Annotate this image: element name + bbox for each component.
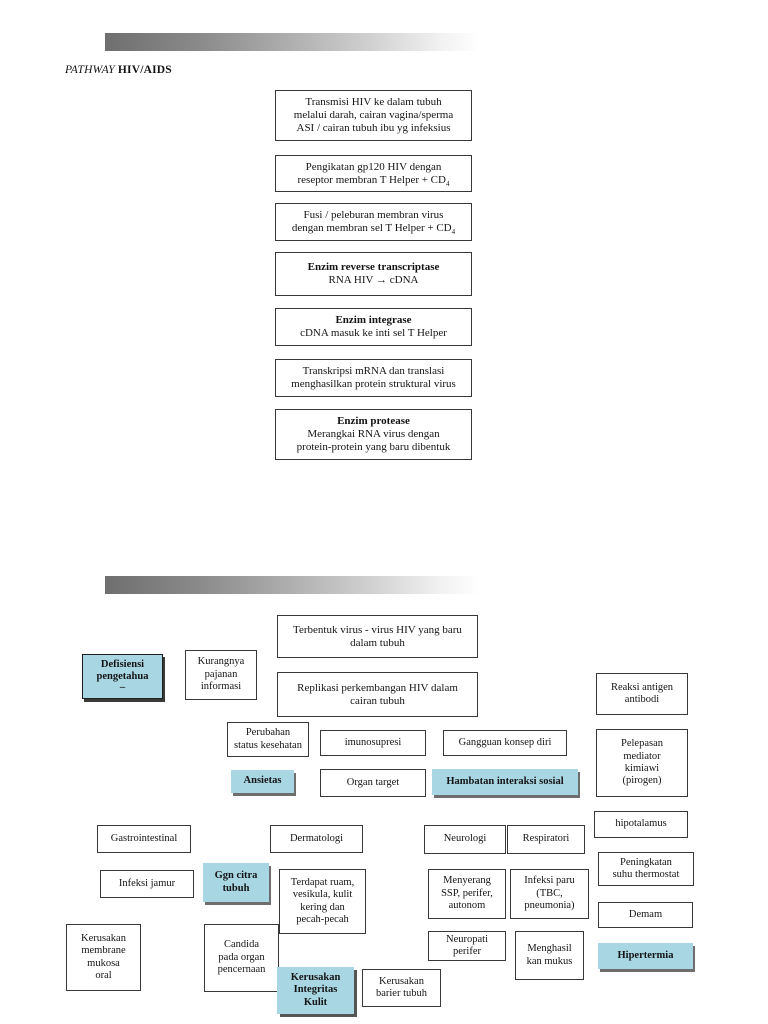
diagnosis-box-hambatan-interaksi-sosial: Hambatan interaksi sosial — [432, 769, 578, 795]
flow-box-terbentuk-virus: Terbentuk virus - virus HIV yang baru da… — [277, 615, 478, 658]
flow-box-text: Replikasi perkembangan HIV dalam cairan … — [297, 681, 458, 707]
flow-box-kurangnya-pajanan: Kurangnya pajanan informasi — [185, 650, 257, 700]
flow-box-gangguan-konsep-diri: Gangguan konsep diri — [443, 730, 567, 756]
flow-box-text: Infeksi paru (TBC, pneumonia) — [524, 875, 575, 912]
cd4-subscript: 4 — [451, 228, 456, 237]
diagnosis-box-kerusakan-integritas-kulit: Kerusakan Integritas Kulit — [277, 967, 354, 1014]
flow-box-text: Gangguan konsep diri — [458, 736, 552, 748]
flow-box-peningkatan-suhu: Peningkatan suhu thermostat — [598, 852, 694, 886]
flow-box-text: Kerusakan barier tubuh — [375, 975, 428, 999]
flow-box-title: Enzim integrase — [335, 314, 412, 327]
flow-box-text: Terbentuk virus - virus HIV yang baru da… — [293, 623, 462, 649]
page-title-hivaids: HIV/AIDS — [117, 64, 172, 76]
flow-box-neuropati-perifer: Neuropati perifer — [428, 931, 506, 961]
cd4-subscript: 4 — [445, 179, 450, 188]
flow-box-kerusakan-barier: Kerusakan barier tubuh — [362, 969, 441, 1007]
flow-box-title: Enzim protease — [337, 415, 410, 428]
flow-box-enzim-protease: Enzim protease Merangkai RNA virus denga… — [275, 409, 472, 460]
diagnosis-box-text: Hipertermia — [617, 949, 674, 961]
flow-box-kerusakan-membrane-mukosa: Kerusakan membrane mukosa oral — [66, 924, 141, 991]
flow-box-text: cDNA masuk ke inti sel T Helper — [300, 327, 447, 339]
flow-box-text: Kerusakan membrane mukosa oral — [81, 932, 126, 981]
flow-box-text: Kurangnya pajanan informasi — [197, 656, 245, 693]
diagnosis-box-text: Hambatan interaksi sosial — [446, 775, 564, 787]
flow-box-text: imunosupresi — [344, 736, 402, 748]
diagnosis-box-defisiensi-pengetahuan: Defisiensi pengetahua – — [82, 654, 163, 699]
flow-box-text: Candida pada organ pencernaan — [217, 939, 266, 976]
flow-box-perubahan-status: Perubahan status kesehatan — [227, 722, 309, 757]
flow-box-enzim-integrase: Enzim integrase cDNA masuk ke inti sel T… — [275, 308, 472, 346]
page-title: PATHWAY HIV/AIDS — [65, 64, 172, 76]
section-divider-bar-middle — [105, 576, 480, 594]
flow-box-pelepasan-mediator: Pelepasan mediator kimiawi (pirogen) — [596, 729, 688, 797]
flow-box-hipotalamus: hipotalamus — [594, 811, 688, 838]
flow-box-text: Pelepasan mediator kimiawi (pirogen) — [621, 738, 663, 787]
flow-box-imunosupresi: imunosupresi — [320, 730, 426, 756]
flow-box-text: Neuropati perifer — [446, 933, 488, 957]
flow-box-infeksi-paru: Infeksi paru (TBC, pneumonia) — [510, 869, 589, 919]
flow-box-text: Terdapat ruam, vesikula, kulit kering da… — [290, 876, 355, 925]
flow-box-pengikatan: Pengikatan gp120 HIV dengan reseptor mem… — [275, 155, 472, 192]
flow-box-title: Enzim reverse transcriptase — [307, 261, 440, 274]
flow-box-reaksi-antigen: Reaksi antigen antibodi — [596, 673, 688, 715]
flow-box-text: Demam — [628, 908, 663, 920]
section-divider-bar-top — [105, 33, 480, 51]
flow-box-transmisi: Transmisi HIV ke dalam tubuh melalui dar… — [275, 90, 472, 141]
flow-box-text: Peningkatan suhu thermostat — [612, 856, 680, 880]
flow-box-text: Transkripsi mRNA dan translasi menghasil… — [291, 365, 456, 390]
flow-box-dermatologi: Dermatologi — [270, 825, 363, 853]
diagnosis-box-ansietas: Ansietas — [231, 770, 294, 793]
flow-box-neurologi: Neurologi — [424, 825, 506, 854]
flow-box-replikasi: Replikasi perkembangan HIV dalam cairan … — [277, 672, 478, 717]
flow-box-demam: Demam — [598, 902, 693, 928]
flow-box-text: hipotalamus — [615, 818, 667, 830]
diagnosis-box-text: Ansietas — [243, 775, 282, 787]
flow-box-text: Gastrointestinal — [110, 832, 178, 844]
flow-box-fusi: Fusi / peleburan membran virus dengan me… — [275, 203, 472, 241]
diagnosis-box-text: Kerusakan Integritas Kulit — [290, 971, 341, 1008]
flow-box-menyerang-ssp: Menyerang SSP, perifer, autonom — [428, 869, 506, 919]
flow-box-enzim-reverse: Enzim reverse transcriptase RNA HIV → cD… — [275, 252, 472, 296]
flow-box-text: Dermatologi — [289, 832, 344, 844]
flow-box-text: Neurologi — [443, 833, 487, 845]
flow-box-text: Menyerang SSP, perifer, autonom — [441, 875, 493, 912]
flow-box-gastrointestinal: Gastrointestinal — [97, 825, 191, 853]
flow-box-text: Menghasil kan mukus — [526, 943, 573, 967]
flow-box-text: Reaksi antigen antibodi — [610, 681, 674, 705]
flow-box-respiratori: Respiratori — [507, 825, 585, 854]
diagnosis-box-ggn-citra-tubuh: Ggn citra tubuh — [203, 863, 269, 902]
flow-box-infeksi-jamur: Infeksi jamur — [100, 870, 194, 898]
flow-box-transkripsi: Transkripsi mRNA dan translasi menghasil… — [275, 359, 472, 397]
flow-box-text: Pengikatan gp120 HIV dengan reseptor mem… — [297, 160, 450, 188]
flow-box-text: RNA HIV → cDNA — [328, 274, 419, 286]
flow-box-text: Respiratori — [522, 833, 570, 845]
page-title-pathway: PATHWAY — [65, 64, 115, 76]
flow-box-terdapat-ruam: Terdapat ruam, vesikula, kulit kering da… — [279, 869, 366, 934]
flow-box-text: Fusi / peleburan membran virus dengan me… — [291, 209, 456, 237]
flow-box-organ-target: Organ target — [320, 769, 426, 797]
flow-box-text: Perubahan status kesehatan — [234, 727, 302, 751]
diagnosis-box-text: Ggn citra tubuh — [214, 870, 258, 894]
flow-box-text: Organ target — [346, 776, 400, 788]
flow-box-text: Transmisi HIV ke dalam tubuh melalui dar… — [293, 96, 454, 134]
diagnosis-box-hipertermia: Hipertermia — [598, 943, 693, 969]
diagnosis-box-text: Defisiensi pengetahua – — [96, 659, 149, 694]
flow-box-text: Infeksi jamur — [118, 877, 176, 889]
flow-box-text: Merangkai RNA virus dengan protein-prote… — [296, 428, 451, 453]
flow-box-candida: Candida pada organ pencernaan — [204, 924, 279, 992]
flow-box-menghasilkan-mukus: Menghasil kan mukus — [515, 931, 584, 980]
